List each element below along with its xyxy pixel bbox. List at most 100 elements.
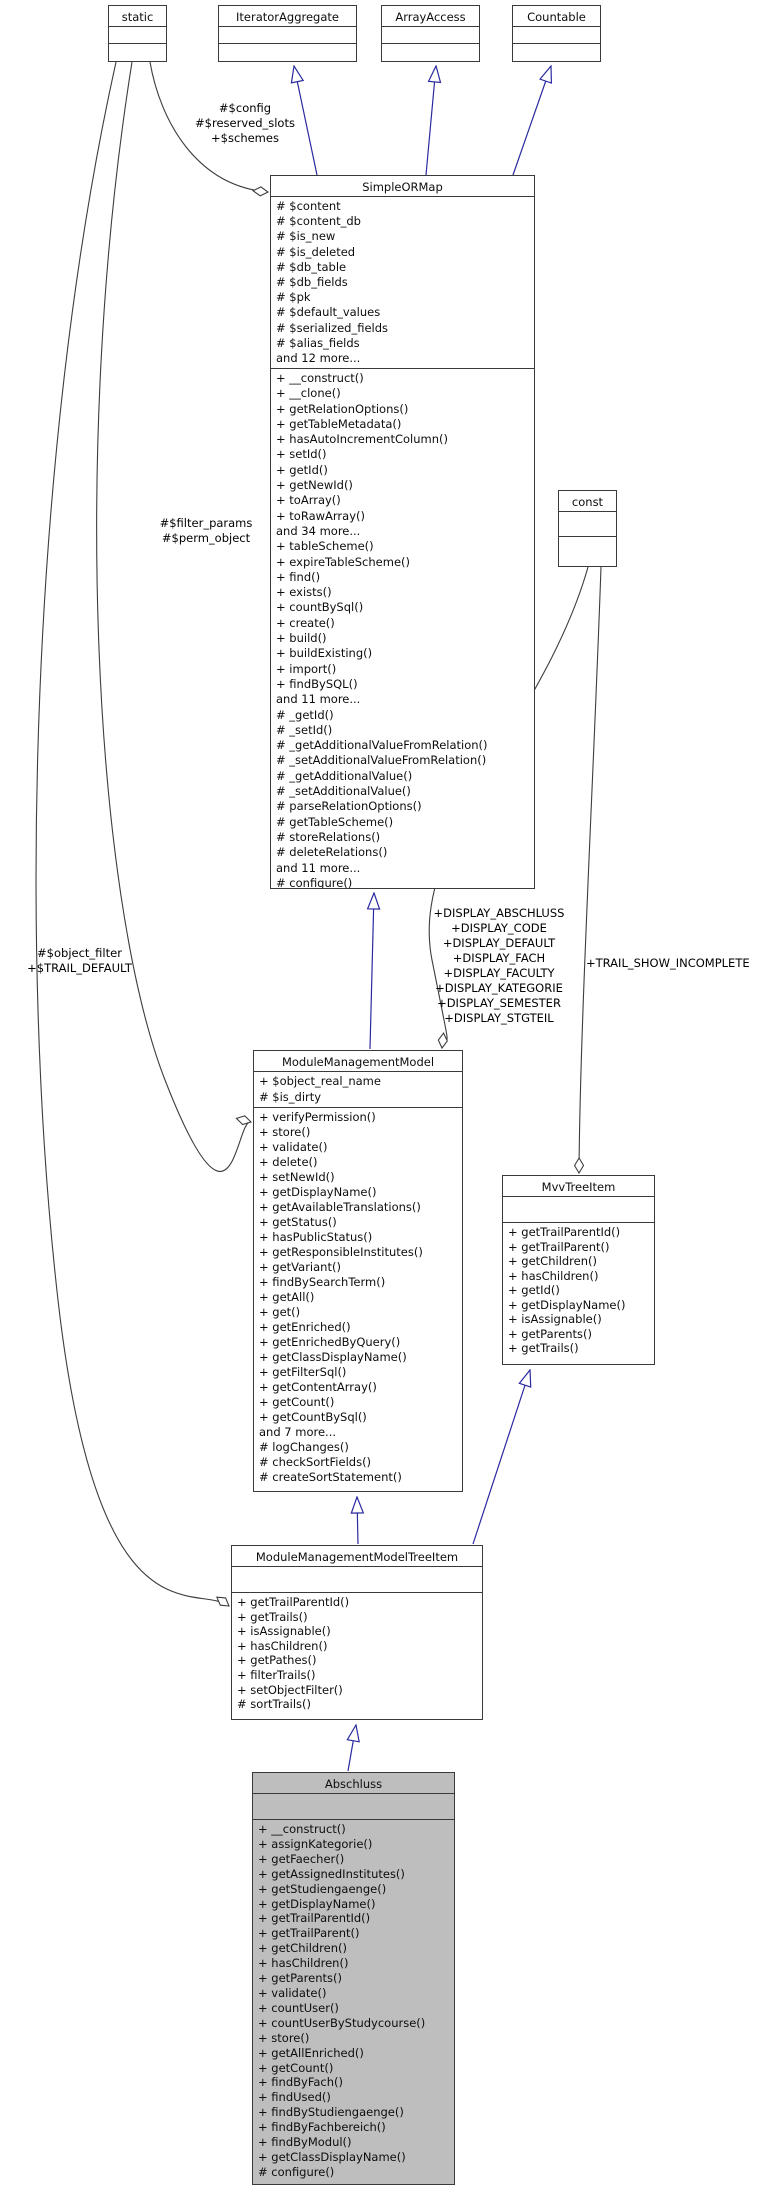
member-line: #$perm_object [161,531,251,546]
member-line: +$schemes [211,131,279,146]
class-methods [109,44,166,61]
member-line: +DISPLAY_DEFAULT [442,936,556,950]
member-line: + getParents() [258,1971,342,1986]
class-title: const [559,491,616,512]
member-line: + findByModul() [258,2135,352,2150]
member-line: + getEnriched() [259,1320,351,1334]
member-line: + getCount() [259,1395,335,1409]
member-line: + getFaecher() [258,1851,345,1866]
member-line: # _getAdditionalValueFromRelation() [276,738,488,753]
member-line: + assignKategorie() [258,1836,373,1851]
member-line: # storeRelations() [276,829,381,844]
member-line: + store() [259,1125,311,1139]
member-line: + getDisplayName() [508,1297,626,1312]
member-line: + getFilterSql() [259,1365,347,1379]
member-line: # getTableScheme() [276,814,394,829]
member-line: + isAssignable() [508,1312,602,1326]
member-line: + setNewId() [259,1170,335,1184]
member-line: and 11 more... [276,692,361,707]
member-line: +DISPLAY_STGTEIL [444,1011,554,1025]
member-line: # _setAdditionalValue() [276,784,411,799]
member-line: + getRelationOptions() [276,401,409,416]
member-line: # $content [276,199,341,213]
class-attributes: # $content# $content_db# $is_new# $is_de… [271,197,534,369]
class-methods: + __construct()+ __clone()+ getRelationO… [271,369,534,888]
member-line: + hasChildren() [237,1638,328,1653]
member-line: # configure() [276,875,353,888]
member-line: + buildExisting() [276,646,373,661]
member-line: # configure() [258,2164,335,2179]
member-line: + exists() [276,585,332,600]
member-line: + countUserByStudycourse() [258,2015,426,2030]
member-line: + findUsed() [258,2090,331,2105]
edge-label-static-modulemanagementmodel: #$filter_params#$perm_object [146,516,266,546]
member-line: + delete() [259,1155,318,1169]
member-line: # $is_new [276,229,336,244]
class-attributes [382,27,479,44]
member-line: + getTrails() [237,1609,308,1624]
class-box-simpleormap[interactable]: SimpleORMap # $content# $content_db# $is… [270,175,535,889]
member-line: +DISPLAY_CODE [451,921,547,935]
member-line: + create() [276,615,335,630]
member-line: + getClassDisplayName() [259,1350,407,1364]
member-line: + getAssignedInstitutes() [258,1866,405,1881]
member-line: + getAll() [259,1290,315,1304]
member-line: # deleteRelations() [276,845,388,860]
member-line: + isAssignable() [237,1624,331,1639]
member-line: + getId() [276,462,328,477]
member-line: + filterTrails() [237,1667,316,1682]
member-line: # _getAdditionalValue() [276,768,413,783]
member-line: + hasChildren() [258,1956,349,1971]
member-line: + getDisplayName() [259,1185,377,1199]
member-line: + __construct() [276,371,364,385]
member-line: # $is_dirty [259,1089,322,1104]
member-line: + getTrailParentId() [258,1911,371,1926]
member-line: + toArray() [276,493,341,508]
member-line: + getEnrichedByQuery() [259,1335,401,1349]
member-line: #$reserved_slots [195,116,295,131]
class-box-const: const [558,490,617,567]
member-line: + getResponsibleInstitutes() [259,1245,423,1259]
member-line: + getClassDisplayName() [258,2149,406,2164]
member-line: + hasChildren() [508,1268,599,1283]
class-box-arrayaccess[interactable]: ArrayAccess [381,5,480,62]
class-attributes [503,1197,654,1223]
class-title: ModuleManagementModelTreeItem [232,1546,482,1567]
class-box-modulemanagementmodel[interactable]: ModuleManagementModel + $object_real_nam… [253,1050,463,1492]
member-line: + getTrailParentId() [508,1225,621,1239]
member-line: # $db_table [276,259,347,274]
member-line: + findByFach() [258,2075,344,2090]
class-box-countable[interactable]: Countable [512,5,601,62]
edge-simpleormap-to-countable [512,66,551,176]
member-line: # _getId() [276,707,334,722]
class-title: Countable [513,6,600,27]
member-line: +DISPLAY_ABSCHLUSS [433,906,565,920]
member-line: +DISPLAY_FACH [452,951,546,965]
member-line: + getChildren() [258,1941,347,1956]
class-methods: + __construct()+ assignKategorie()+ getF… [253,1820,454,2184]
member-line: + __construct() [258,1822,346,1836]
member-line: # $serialized_fields [276,320,389,335]
class-box-abschluss: Abschluss + __construct()+ assignKategor… [252,1772,455,2185]
member-line: + getVariant() [259,1260,341,1274]
member-line: and 11 more... [276,860,361,875]
member-line: + getParents() [508,1326,592,1341]
class-box-iteratoraggregate[interactable]: IteratorAggregate [218,5,357,62]
member-line: + import() [276,661,337,676]
edge-label-static-treeitem: #$object_filter+$TRAIL_DEFAULT [7,946,152,976]
class-title: MvvTreeItem [503,1176,654,1197]
member-line: + getAvailableTranslations() [259,1200,421,1214]
member-line: +DISPLAY_FACULTY [443,966,555,980]
member-line: + setId() [276,447,327,462]
class-attributes [219,27,356,44]
class-box-modulemanagementmodeltreeitem[interactable]: ModuleManagementModelTreeItem + getTrail… [231,1545,483,1720]
member-line: + get() [259,1305,301,1319]
member-line: + getNewId() [276,478,353,493]
class-box-mvvtreeitem[interactable]: MvvTreeItem + getTrailParentId()+ getTra… [502,1175,655,1365]
member-line: + tableScheme() [276,539,374,554]
class-attributes [109,27,166,44]
member-line: # parseRelationOptions() [276,799,422,814]
member-line: + expireTableScheme() [276,554,410,569]
class-methods [559,537,616,566]
class-methods [382,44,479,61]
